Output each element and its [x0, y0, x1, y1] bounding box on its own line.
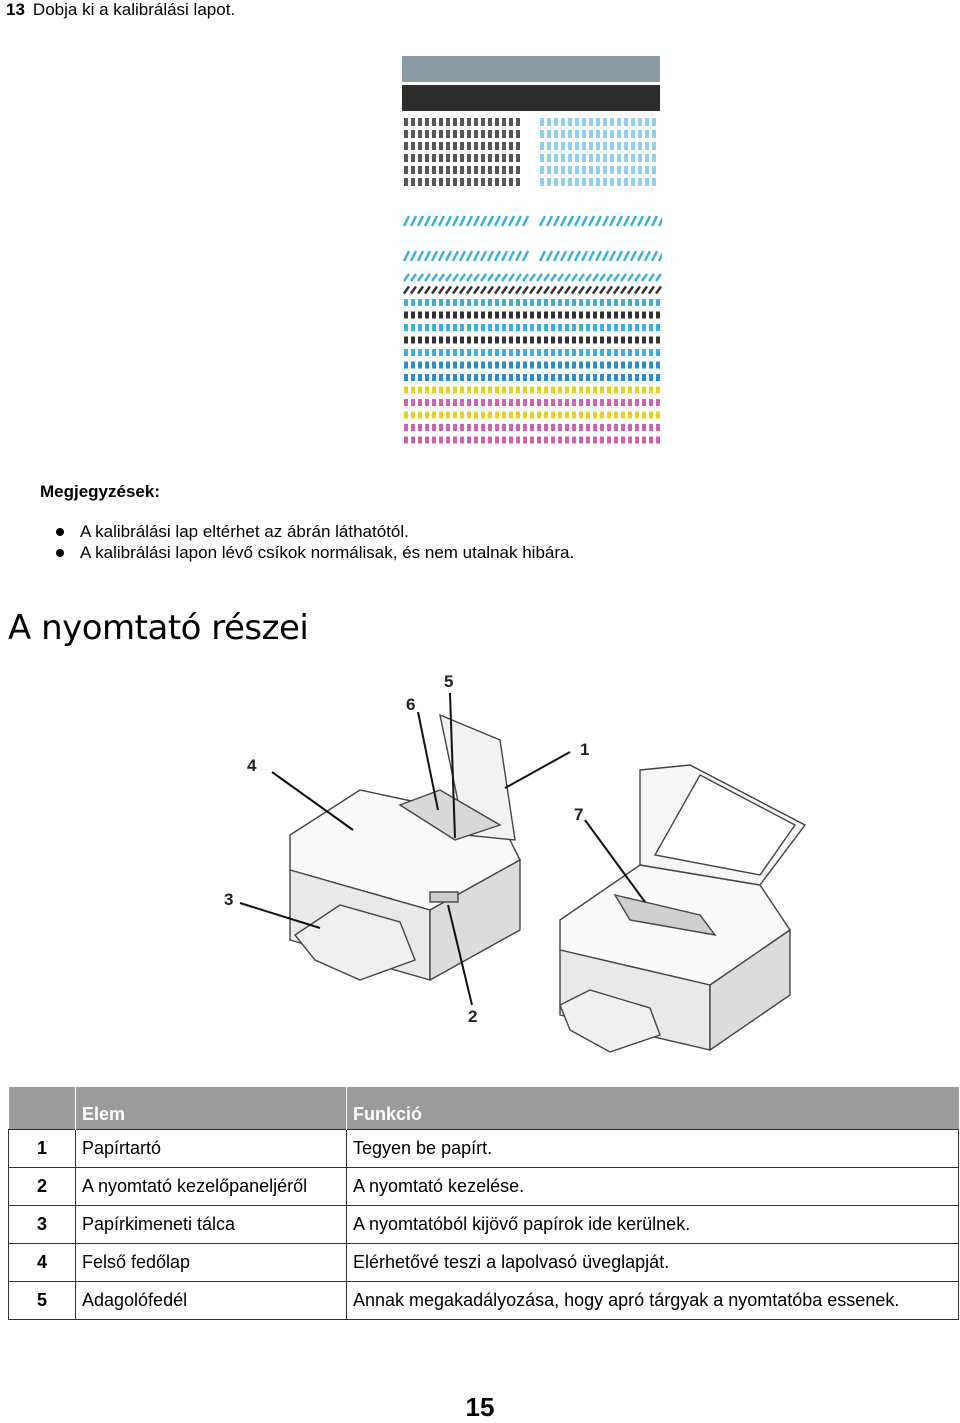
- row-elem: Papírtartó: [75, 1129, 347, 1168]
- callout-1: 1: [580, 740, 589, 759]
- table-row: 2 A nyomtató kezelőpaneljéről A nyomtató…: [8, 1167, 959, 1206]
- printer-right-illustration: [559, 764, 807, 1053]
- step-line: 13 Dobja ki a kalibrálási lapot.: [6, 0, 235, 20]
- row-elem: Adagolófedél: [75, 1281, 347, 1320]
- note-item: A kalibrálási lap eltérhet az ábrán láth…: [54, 521, 574, 542]
- printer-left-illustration: [289, 713, 521, 982]
- row-elem: A nyomtató kezelőpaneljéről: [75, 1167, 347, 1206]
- callout-7: 7: [574, 805, 583, 824]
- callout-2: 2: [468, 1007, 477, 1026]
- row-funkcio: A nyomtató kezelése.: [346, 1167, 959, 1206]
- row-elem: Papírkimeneti tálca: [75, 1205, 347, 1244]
- parts-table: Elem Funkció 1 Papírtartó Tegyen be papí…: [8, 1087, 959, 1320]
- table-row: 5 Adagolófedél Annak megakadályozása, ho…: [8, 1281, 959, 1320]
- row-number: 5: [8, 1281, 76, 1320]
- printer-parts-diagram: 5 6 4 1 7 3 2: [224, 672, 807, 1053]
- row-funkcio: Tegyen be papírt.: [346, 1129, 959, 1168]
- callout-4: 4: [247, 756, 257, 775]
- row-funkcio: Elérhetővé teszi a lapolvasó üveglapját.: [346, 1243, 959, 1282]
- notes-list: A kalibrálási lap eltérhet az ábrán láth…: [54, 521, 574, 563]
- header-funkcio: Funkció: [346, 1087, 959, 1130]
- row-number: 1: [8, 1129, 76, 1168]
- callout-6: 6: [406, 695, 415, 714]
- header-elem: Elem: [75, 1087, 347, 1130]
- table-row: 1 Papírtartó Tegyen be papírt.: [8, 1129, 959, 1168]
- callout-3: 3: [224, 890, 233, 909]
- table-row: 3 Papírkimeneti tálca A nyomtatóból kijö…: [8, 1205, 959, 1244]
- calibration-page-image: [402, 56, 662, 444]
- row-funkcio: Annak megakadályozása, hogy apró tárgyak…: [346, 1281, 959, 1320]
- step-number: 13: [6, 0, 25, 19]
- row-funkcio: A nyomtatóból kijövő papírok ide kerülne…: [346, 1205, 959, 1244]
- callout-5: 5: [444, 672, 453, 691]
- table-row: 4 Felső fedőlap Elérhetővé teszi a lapol…: [8, 1243, 959, 1282]
- section-title: A nyomtató részei: [8, 608, 309, 648]
- notes-title: Megjegyzések:: [40, 482, 160, 501]
- row-number: 4: [8, 1243, 76, 1282]
- header-number: [8, 1087, 76, 1130]
- row-number: 3: [8, 1205, 76, 1244]
- page-number: 15: [465, 1392, 495, 1422]
- row-number: 2: [8, 1167, 76, 1206]
- note-item: A kalibrálási lapon lévő csíkok normális…: [54, 542, 574, 563]
- step-text: Dobja ki a kalibrálási lapot.: [32, 0, 236, 19]
- row-elem: Felső fedőlap: [75, 1243, 347, 1282]
- table-header-row: Elem Funkció: [8, 1087, 959, 1130]
